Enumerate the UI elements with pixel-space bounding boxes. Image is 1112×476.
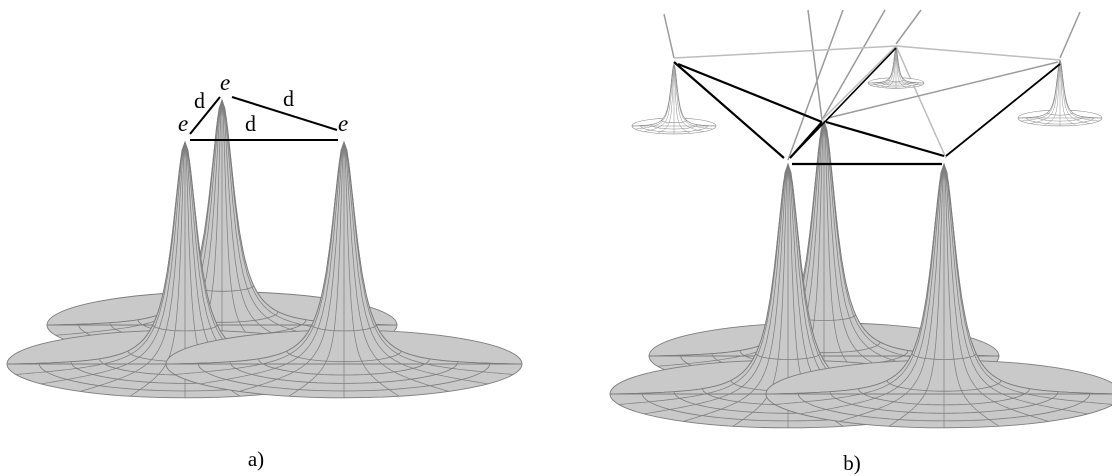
dark-line bbox=[945, 63, 1061, 157]
panel-b: b) bbox=[609, 9, 1112, 475]
dark-line bbox=[825, 120, 945, 158]
panel-caption-a: a) bbox=[248, 447, 264, 471]
light-line bbox=[1059, 11, 1081, 59]
peaks-b bbox=[609, 119, 1112, 429]
vertex-label-right: e bbox=[338, 111, 348, 136]
light-line bbox=[821, 45, 897, 121]
light-line bbox=[821, 9, 886, 121]
vertex-label-top: e bbox=[220, 70, 230, 95]
dark-line bbox=[677, 62, 823, 124]
distant-peak-middle bbox=[867, 47, 925, 89]
light-line bbox=[895, 45, 947, 159]
light-line bbox=[673, 45, 897, 59]
edge-top bbox=[231, 96, 338, 131]
edge-left bbox=[189, 96, 221, 135]
panel-a: e e e d d d a) bbox=[6, 70, 523, 471]
distant-connections bbox=[663, 9, 1081, 161]
edge-label-left: d bbox=[194, 88, 205, 113]
light-line bbox=[895, 45, 1061, 61]
distant-peaks bbox=[631, 47, 1103, 135]
dark-line bbox=[789, 47, 897, 159]
dark-line bbox=[673, 61, 785, 159]
edge-label-bottom: d bbox=[245, 111, 256, 136]
vertex-label-left: e bbox=[178, 111, 188, 136]
distant-peak-right bbox=[1017, 59, 1103, 127]
light-line bbox=[663, 13, 675, 59]
peak-surface-right bbox=[165, 140, 523, 399]
triangle-a bbox=[189, 96, 338, 141]
light-line bbox=[827, 61, 1059, 119]
edge-label-top: d bbox=[283, 86, 294, 111]
peaks-a bbox=[6, 98, 523, 399]
light-line bbox=[787, 9, 844, 161]
peak-surface-right bbox=[765, 162, 1112, 429]
distant-peak-left bbox=[631, 63, 717, 135]
light-line bbox=[895, 9, 922, 45]
light-line bbox=[807, 9, 823, 121]
near-connections bbox=[673, 47, 1061, 166]
panel-caption-b: b) bbox=[843, 451, 861, 475]
